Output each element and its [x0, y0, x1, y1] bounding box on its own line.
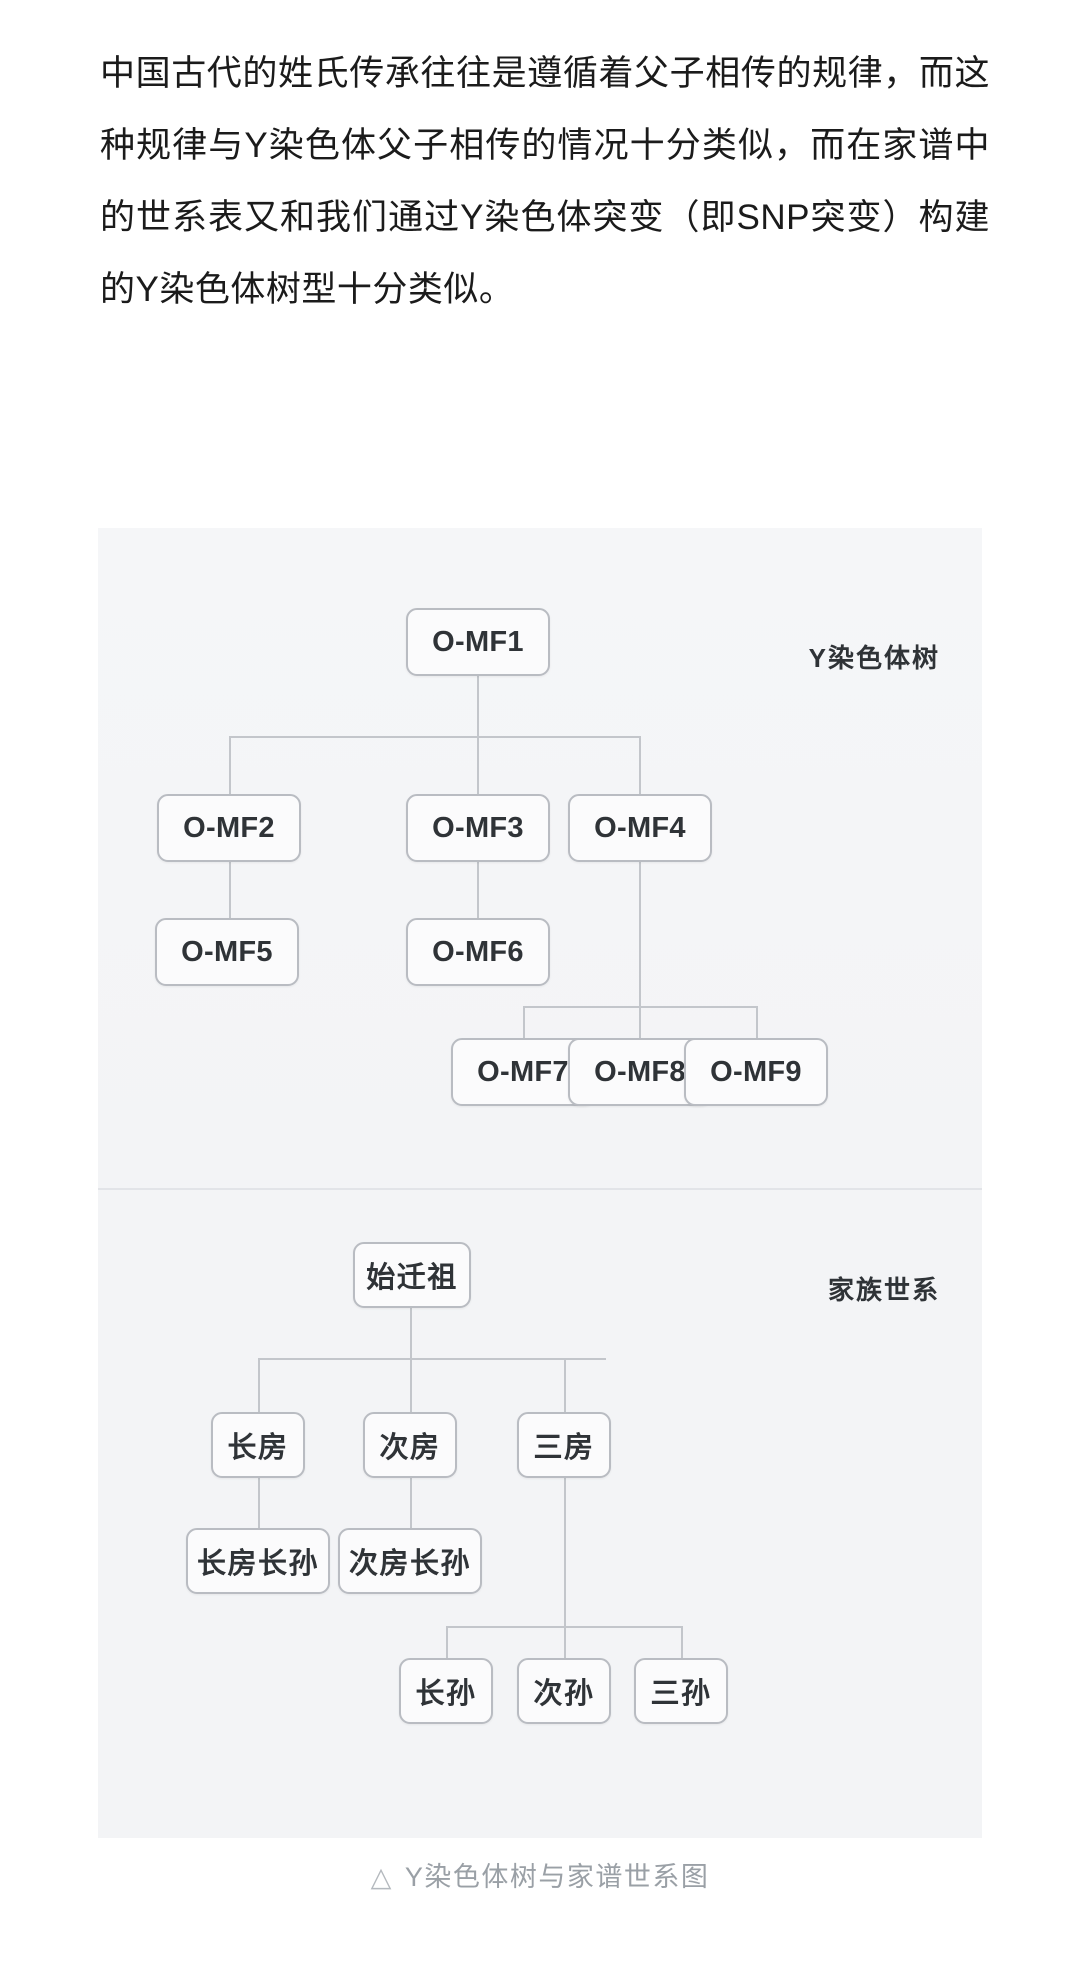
connector-root-stem-2	[410, 1308, 412, 1360]
connector-drop-mf9	[756, 1006, 758, 1038]
connector-drop-mf7	[523, 1006, 525, 1038]
node-o-mf5[interactable]: O-MF5	[155, 918, 299, 986]
panel-y-chromosome-tree: Y染色体树 O-MF1 O-MF2 O-MF3 O-MF4 O-MF5 O-MF…	[98, 528, 982, 1188]
connector-drop-cisun	[564, 1626, 566, 1658]
connector-root-stem	[477, 676, 479, 738]
connector-mf4-stem	[639, 862, 641, 1008]
connector-drop-mf2	[229, 736, 231, 794]
article-text-block: 中国古代的姓氏传承往往是遵循着父子相传的规律，而这种规律与Y染色体父子相传的情况…	[100, 38, 990, 326]
node-o-mf1[interactable]: O-MF1	[406, 608, 550, 676]
connector-cifang-sun	[410, 1478, 412, 1528]
connector-sanfang-stem	[564, 1478, 566, 1628]
connector-drop-changfang	[258, 1358, 260, 1412]
connector-drop-sansun	[681, 1626, 683, 1658]
connector-mf2-mf5	[229, 862, 231, 918]
node-o-mf2[interactable]: O-MF2	[157, 794, 301, 862]
panel-family-lineage: 家族世系 始迁祖 长房 次房 三房 长房长孙 次房长孙 长孙 次孙 三孙	[98, 1188, 982, 1838]
node-sanfang[interactable]: 三房	[517, 1412, 611, 1478]
connector-changfang-sun	[258, 1478, 260, 1528]
node-o-mf6[interactable]: O-MF6	[406, 918, 550, 986]
node-changfang-changsun[interactable]: 长房长孙	[186, 1528, 330, 1594]
connector-drop-cifang	[410, 1358, 412, 1412]
panel-label-y-chromosome-tree: Y染色体树	[808, 643, 940, 673]
node-changfang[interactable]: 长房	[211, 1412, 305, 1478]
node-o-mf4[interactable]: O-MF4	[568, 794, 712, 862]
connector-mf3-mf6	[477, 862, 479, 918]
node-sansun[interactable]: 三孙	[634, 1658, 728, 1724]
connector-drop-sanfang	[564, 1358, 566, 1412]
node-shiqianzu[interactable]: 始迁祖	[353, 1242, 471, 1308]
node-o-mf9[interactable]: O-MF9	[684, 1038, 828, 1106]
figure-container: Y染色体树 O-MF1 O-MF2 O-MF3 O-MF4 O-MF5 O-MF…	[98, 528, 982, 1838]
figure-caption-text: Y染色体树与家谱世系图	[404, 1862, 710, 1892]
node-cisun[interactable]: 次孙	[517, 1658, 611, 1724]
connector-drop-changsun	[446, 1626, 448, 1658]
connector-drop-mf3	[477, 736, 479, 794]
figure-caption: △ Y染色体树与家谱世系图	[0, 1855, 1080, 1894]
article-paragraph: 中国古代的姓氏传承往往是遵循着父子相传的规律，而这种规律与Y染色体父子相传的情况…	[100, 54, 990, 309]
node-cifang[interactable]: 次房	[363, 1412, 457, 1478]
panel-label-family-lineage: 家族世系	[827, 1275, 940, 1305]
node-o-mf3[interactable]: O-MF3	[406, 794, 550, 862]
node-cifang-changsun[interactable]: 次房长孙	[338, 1528, 482, 1594]
connector-drop-mf8	[639, 1006, 641, 1038]
connector-level2-bus	[229, 736, 641, 738]
triangle-icon: △	[370, 1862, 393, 1892]
node-changsun[interactable]: 长孙	[399, 1658, 493, 1724]
connector-drop-mf4	[639, 736, 641, 794]
connector-level2-bus-2	[258, 1358, 606, 1360]
